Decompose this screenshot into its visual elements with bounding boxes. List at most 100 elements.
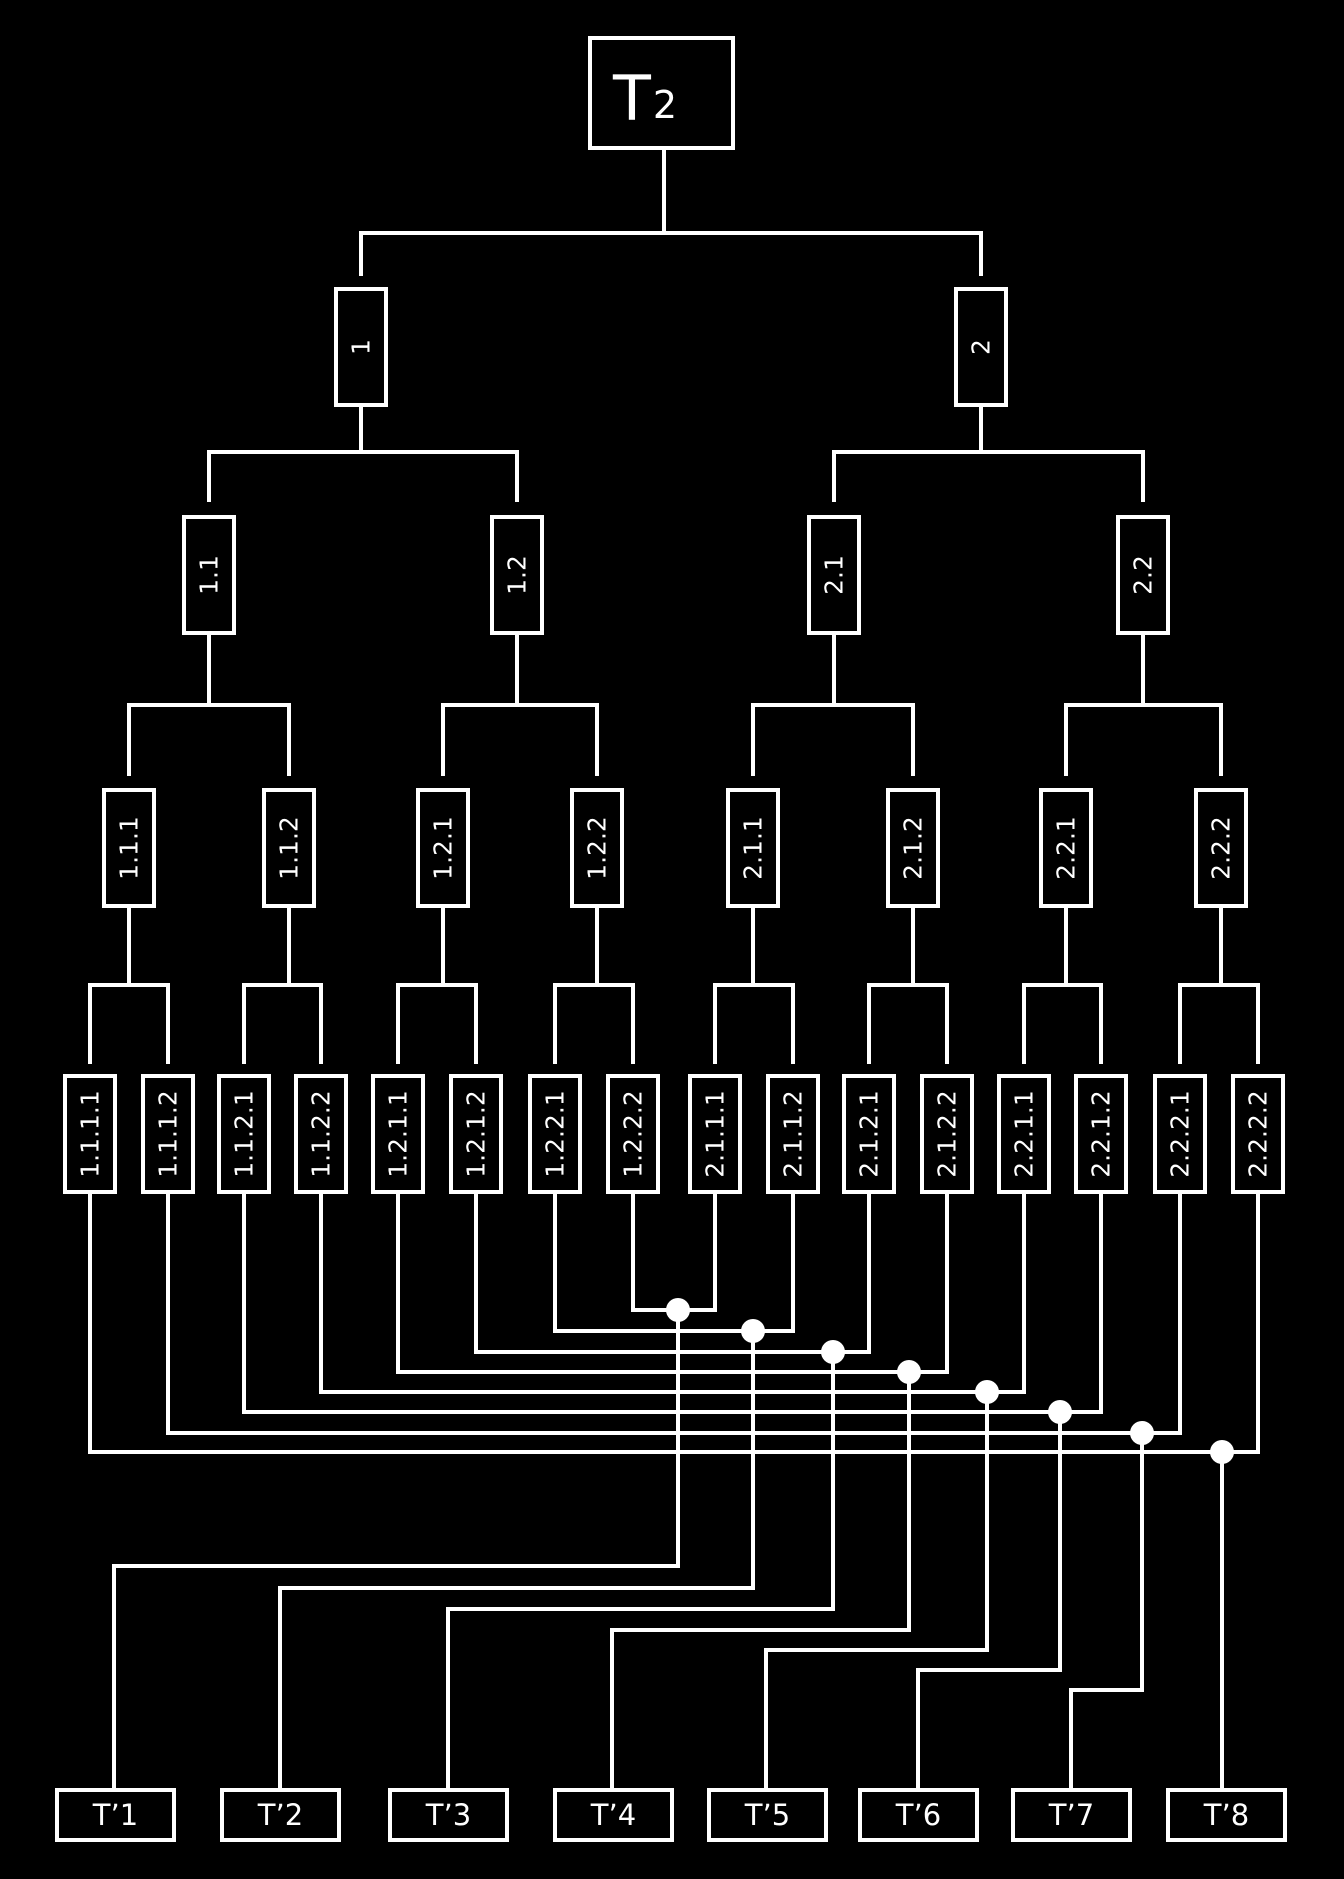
wire-out-3 [446, 1350, 835, 1792]
node-l3-7-label: 2.2.1 [1052, 816, 1081, 880]
junction-dot-7 [1130, 1421, 1154, 1445]
output-node-4: T’4 [553, 1788, 674, 1842]
output-node-4-frame [553, 1788, 674, 1842]
node-l3-4-frame [570, 788, 624, 908]
output-node-6: T’6 [858, 1788, 979, 1842]
output-node-8-frame [1166, 1788, 1287, 1842]
node-l2-3-label: 2.1 [820, 555, 849, 595]
wire-l3-branch-6 [867, 983, 949, 1064]
node-l4-1-label: 1.1.1.1 [76, 1090, 105, 1177]
node-l4-15: 2.2.2.1 [1153, 1074, 1207, 1194]
node-l4-7-label: 1.2.2.1 [541, 1090, 570, 1177]
node-l2-1-label: 1.1 [195, 555, 224, 595]
node-l4-8-label: 1.2.2.2 [619, 1090, 648, 1177]
root-node-label: T2 [612, 62, 677, 135]
output-node-7-frame [1011, 1788, 1132, 1842]
node-l4-3: 1.1.2.1 [217, 1074, 271, 1194]
root-node-frame [588, 36, 735, 150]
node-l1-1-frame [334, 287, 388, 407]
node-l4-9-frame [688, 1074, 742, 1194]
node-l2-4-frame [1116, 515, 1170, 635]
node-l3-1: 1.1.1 [102, 788, 156, 908]
node-l4-15-label: 2.2.2.1 [1166, 1090, 1195, 1177]
node-l4-12-frame [920, 1074, 974, 1194]
node-l3-5-frame [726, 788, 780, 908]
junction-dot-2 [741, 1319, 765, 1343]
node-l4-2-frame [141, 1074, 195, 1194]
node-l4-3-label: 1.1.2.1 [230, 1090, 259, 1177]
node-l3-2: 1.1.2 [262, 788, 316, 908]
output-node-1-label: T’1 [92, 1798, 138, 1832]
wire-l3-branch-8 [1178, 983, 1260, 1064]
output-node-6-label: T’6 [895, 1798, 941, 1832]
node-l4-15-frame [1153, 1074, 1207, 1194]
node-l2-3: 2.1 [807, 515, 861, 635]
junction-dot-5 [975, 1380, 999, 1404]
node-l3-7-frame [1039, 788, 1093, 908]
output-node-3-label: T’3 [425, 1798, 471, 1832]
output-node-1: T’1 [55, 1788, 176, 1842]
node-l4-11-frame [842, 1074, 896, 1194]
wire-perm-3 [474, 1188, 871, 1354]
node-l3-1-label: 1.1.1 [115, 816, 144, 880]
node-l4-7: 1.2.2.1 [528, 1074, 582, 1194]
node-l4-3-frame [217, 1074, 271, 1194]
node-l4-6: 1.2.1.2 [449, 1074, 503, 1194]
wire-perm-8 [88, 1188, 1260, 1454]
wire-root-branch [359, 231, 983, 276]
wire-l2-branch-2 [441, 703, 599, 776]
output-node-8: T’8 [1166, 1788, 1287, 1842]
node-l3-6-label: 2.1.2 [899, 816, 928, 880]
wire-out-4 [610, 1370, 911, 1792]
node-l4-16: 2.2.2.2 [1231, 1074, 1285, 1194]
node-l4-13: 2.2.1.1 [997, 1074, 1051, 1194]
node-l3-4: 1.2.2 [570, 788, 624, 908]
wire-l2-branch-1 [127, 703, 291, 776]
node-l3-3-frame [416, 788, 470, 908]
output-node-5-frame [707, 1788, 828, 1842]
node-l4-4-label: 1.1.2.2 [307, 1090, 336, 1177]
node-l3-8-frame [1194, 788, 1248, 908]
node-l3-3-label: 1.2.1 [429, 816, 458, 880]
node-l3-1-frame [102, 788, 156, 908]
wire-l3-branch-5 [713, 983, 795, 1064]
node-l4-11: 2.1.2.1 [842, 1074, 896, 1194]
node-l3-8: 2.2.2 [1194, 788, 1248, 908]
output-node-2-frame [220, 1788, 341, 1842]
node-l4-5: 1.2.1.1 [371, 1074, 425, 1194]
node-l2-1-frame [182, 515, 236, 635]
node-l4-10-frame [766, 1074, 820, 1194]
node-l4-2: 1.1.1.2 [141, 1074, 195, 1194]
wire-out-2 [278, 1329, 755, 1792]
wire-l3-branch-1 [88, 983, 170, 1064]
node-l4-9-label: 2.1.1.1 [701, 1090, 730, 1177]
wire-out-5 [764, 1390, 989, 1792]
wire-perm-1 [631, 1188, 717, 1312]
node-l4-13-frame [997, 1074, 1051, 1194]
wire-perm-2 [553, 1188, 795, 1333]
node-l3-2-label: 1.1.2 [275, 816, 304, 880]
wire-perm-6 [242, 1188, 1103, 1414]
node-l3-3: 1.2.1 [416, 788, 470, 908]
node-l2-3-frame [807, 515, 861, 635]
node-l4-12-label: 2.1.2.2 [933, 1090, 962, 1177]
node-l1-2-frame [954, 287, 1008, 407]
wire-out-7 [1069, 1431, 1144, 1792]
node-l4-14-label: 2.2.1.2 [1087, 1090, 1116, 1177]
node-l4-11-label: 2.1.2.1 [855, 1090, 884, 1177]
node-l2-2-label: 1.2 [503, 555, 532, 595]
wire-l3-branch-7 [1022, 983, 1103, 1064]
wire-perm-4 [396, 1188, 949, 1374]
node-l3-6-frame [886, 788, 940, 908]
output-node-5-label: T’5 [744, 1798, 790, 1832]
node-l4-4: 1.1.2.2 [294, 1074, 348, 1194]
node-l3-5: 2.1.1 [726, 788, 780, 908]
wire-l3-branch-2 [242, 983, 323, 1064]
output-node-8-label: T’8 [1203, 1798, 1249, 1832]
node-l4-1-frame [63, 1074, 117, 1194]
output-node-6-frame [858, 1788, 979, 1842]
node-l4-12: 2.1.2.2 [920, 1074, 974, 1194]
node-l1-2-label: 2 [967, 339, 996, 355]
node-l2-2: 1.2 [490, 515, 544, 635]
